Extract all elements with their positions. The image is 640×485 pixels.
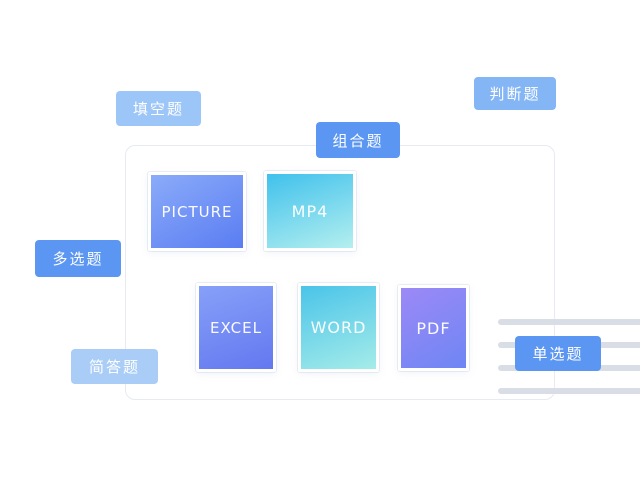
- tag-single-choice[interactable]: 单选题: [515, 336, 601, 371]
- tile-mp4: MP4: [264, 171, 356, 251]
- placeholder-line: [498, 319, 640, 325]
- tile-picture: PICTURE: [148, 172, 246, 251]
- tile-word: WORD: [298, 283, 379, 372]
- tile-mp4-label: MP4: [291, 201, 329, 221]
- placeholder-line: [498, 388, 640, 394]
- tile-picture-label: PICTURE: [161, 202, 233, 221]
- tag-combo[interactable]: 组合题: [316, 122, 400, 158]
- tile-excel: EXCEL: [196, 283, 276, 372]
- tag-short-answer[interactable]: 简答题: [71, 349, 158, 384]
- tag-judge-label: 判断题: [489, 85, 541, 103]
- tag-fill-blank[interactable]: 填空题: [116, 91, 201, 126]
- tile-word-label: WORD: [310, 318, 367, 337]
- tag-fill-blank-label: 填空题: [132, 100, 184, 118]
- tag-short-answer-label: 简答题: [88, 358, 140, 376]
- tag-single-choice-label: 单选题: [532, 345, 584, 363]
- tag-judge[interactable]: 判断题: [474, 77, 556, 110]
- tile-excel-label: EXCEL: [210, 318, 262, 337]
- tile-pdf: PDF: [398, 285, 469, 371]
- tag-multi-choice[interactable]: 多选题: [35, 240, 121, 277]
- tag-multi-choice-label: 多选题: [52, 250, 104, 268]
- tag-combo-label: 组合题: [332, 131, 384, 150]
- tile-pdf-label: PDF: [416, 318, 451, 338]
